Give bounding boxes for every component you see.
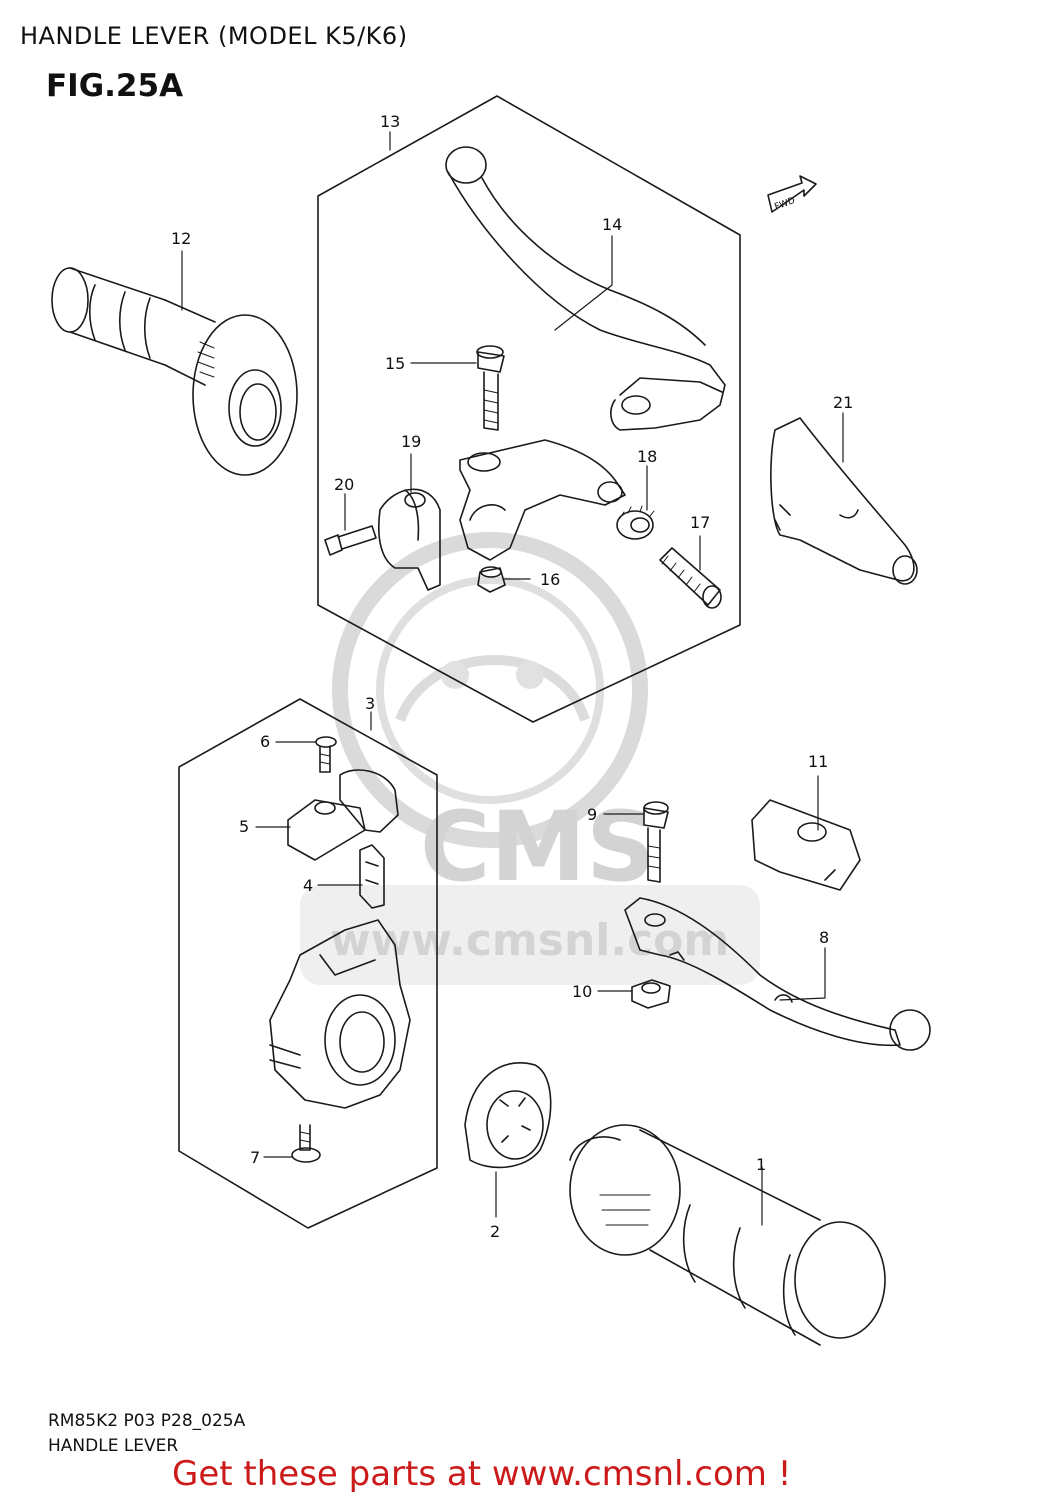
right-grip-part-1 xyxy=(569,1124,886,1346)
callout-6: 6 xyxy=(260,732,270,751)
clamp-plate-part-5 xyxy=(287,799,366,861)
callout-9: 9 xyxy=(587,805,597,824)
clip-part-4 xyxy=(359,844,385,909)
callout-21: 21 xyxy=(833,393,853,412)
screw-part-7 xyxy=(291,1124,321,1163)
callout-11: 11 xyxy=(808,752,828,771)
cms-watermark: CMS www.cmsnl.com xyxy=(300,532,760,985)
cmsnl-parts-link[interactable]: Get these parts at www.cmsnl.com ! xyxy=(172,1454,792,1494)
adjuster-part-17 xyxy=(659,547,722,609)
callout-1: 1 xyxy=(756,1155,766,1174)
watermark-brand: CMS xyxy=(420,791,655,903)
bolt-part-15 xyxy=(476,345,505,431)
nut-part-16 xyxy=(477,566,506,593)
drawing-code: RM85K2 P03 P28_025A xyxy=(48,1411,246,1431)
callout-3: 3 xyxy=(365,694,375,713)
bolt-part-9 xyxy=(643,801,669,883)
forward-direction-arrow xyxy=(767,175,817,213)
left-grip-part-12 xyxy=(51,267,298,476)
callout-labels: 1 2 3 4 5 6 7 8 9 10 11 12 13 14 15 16 1… xyxy=(171,112,853,1241)
lever-cover-part-21 xyxy=(770,417,918,585)
callout-8: 8 xyxy=(819,928,829,947)
callout-13: 13 xyxy=(380,112,400,131)
lever-cover-part-11 xyxy=(751,799,861,891)
switch-housing-top xyxy=(339,769,399,833)
callout-17: 17 xyxy=(690,513,710,532)
switch-housing-body xyxy=(269,919,411,1109)
nut-part-10 xyxy=(631,979,671,1009)
callout-5: 5 xyxy=(239,817,249,836)
screw-part-6 xyxy=(315,736,337,773)
callout-7: 7 xyxy=(250,1148,260,1167)
callout-leader-lines xyxy=(181,131,844,1226)
callout-20: 20 xyxy=(334,475,354,494)
callout-4: 4 xyxy=(303,876,313,895)
page-title: HANDLE LEVER (MODEL K5/K6) xyxy=(20,22,408,50)
figure-title: FIG.25A xyxy=(46,68,184,104)
front-lever-part-8 xyxy=(624,897,931,1051)
callout-15: 15 xyxy=(385,354,405,373)
group-frame-13 xyxy=(317,95,741,723)
locknut-part-18 xyxy=(616,505,655,540)
screw-part-20 xyxy=(324,525,377,556)
throttle-cam-part-2 xyxy=(464,1062,552,1169)
callout-19: 19 xyxy=(401,432,421,451)
clutch-lever-part-14 xyxy=(445,146,726,431)
callout-16: 16 xyxy=(540,570,560,589)
callout-14: 14 xyxy=(602,215,622,234)
group-frame-3 xyxy=(178,698,438,1229)
watermark-url: www.cmsnl.com xyxy=(330,915,729,966)
clamp-part-19 xyxy=(377,488,441,591)
callout-10: 10 xyxy=(572,982,592,1001)
drawing-label: HANDLE LEVER xyxy=(48,1436,179,1456)
callout-12: 12 xyxy=(171,229,191,248)
callout-2: 2 xyxy=(490,1222,500,1241)
lever-holder xyxy=(459,439,626,561)
callout-18: 18 xyxy=(637,447,657,466)
